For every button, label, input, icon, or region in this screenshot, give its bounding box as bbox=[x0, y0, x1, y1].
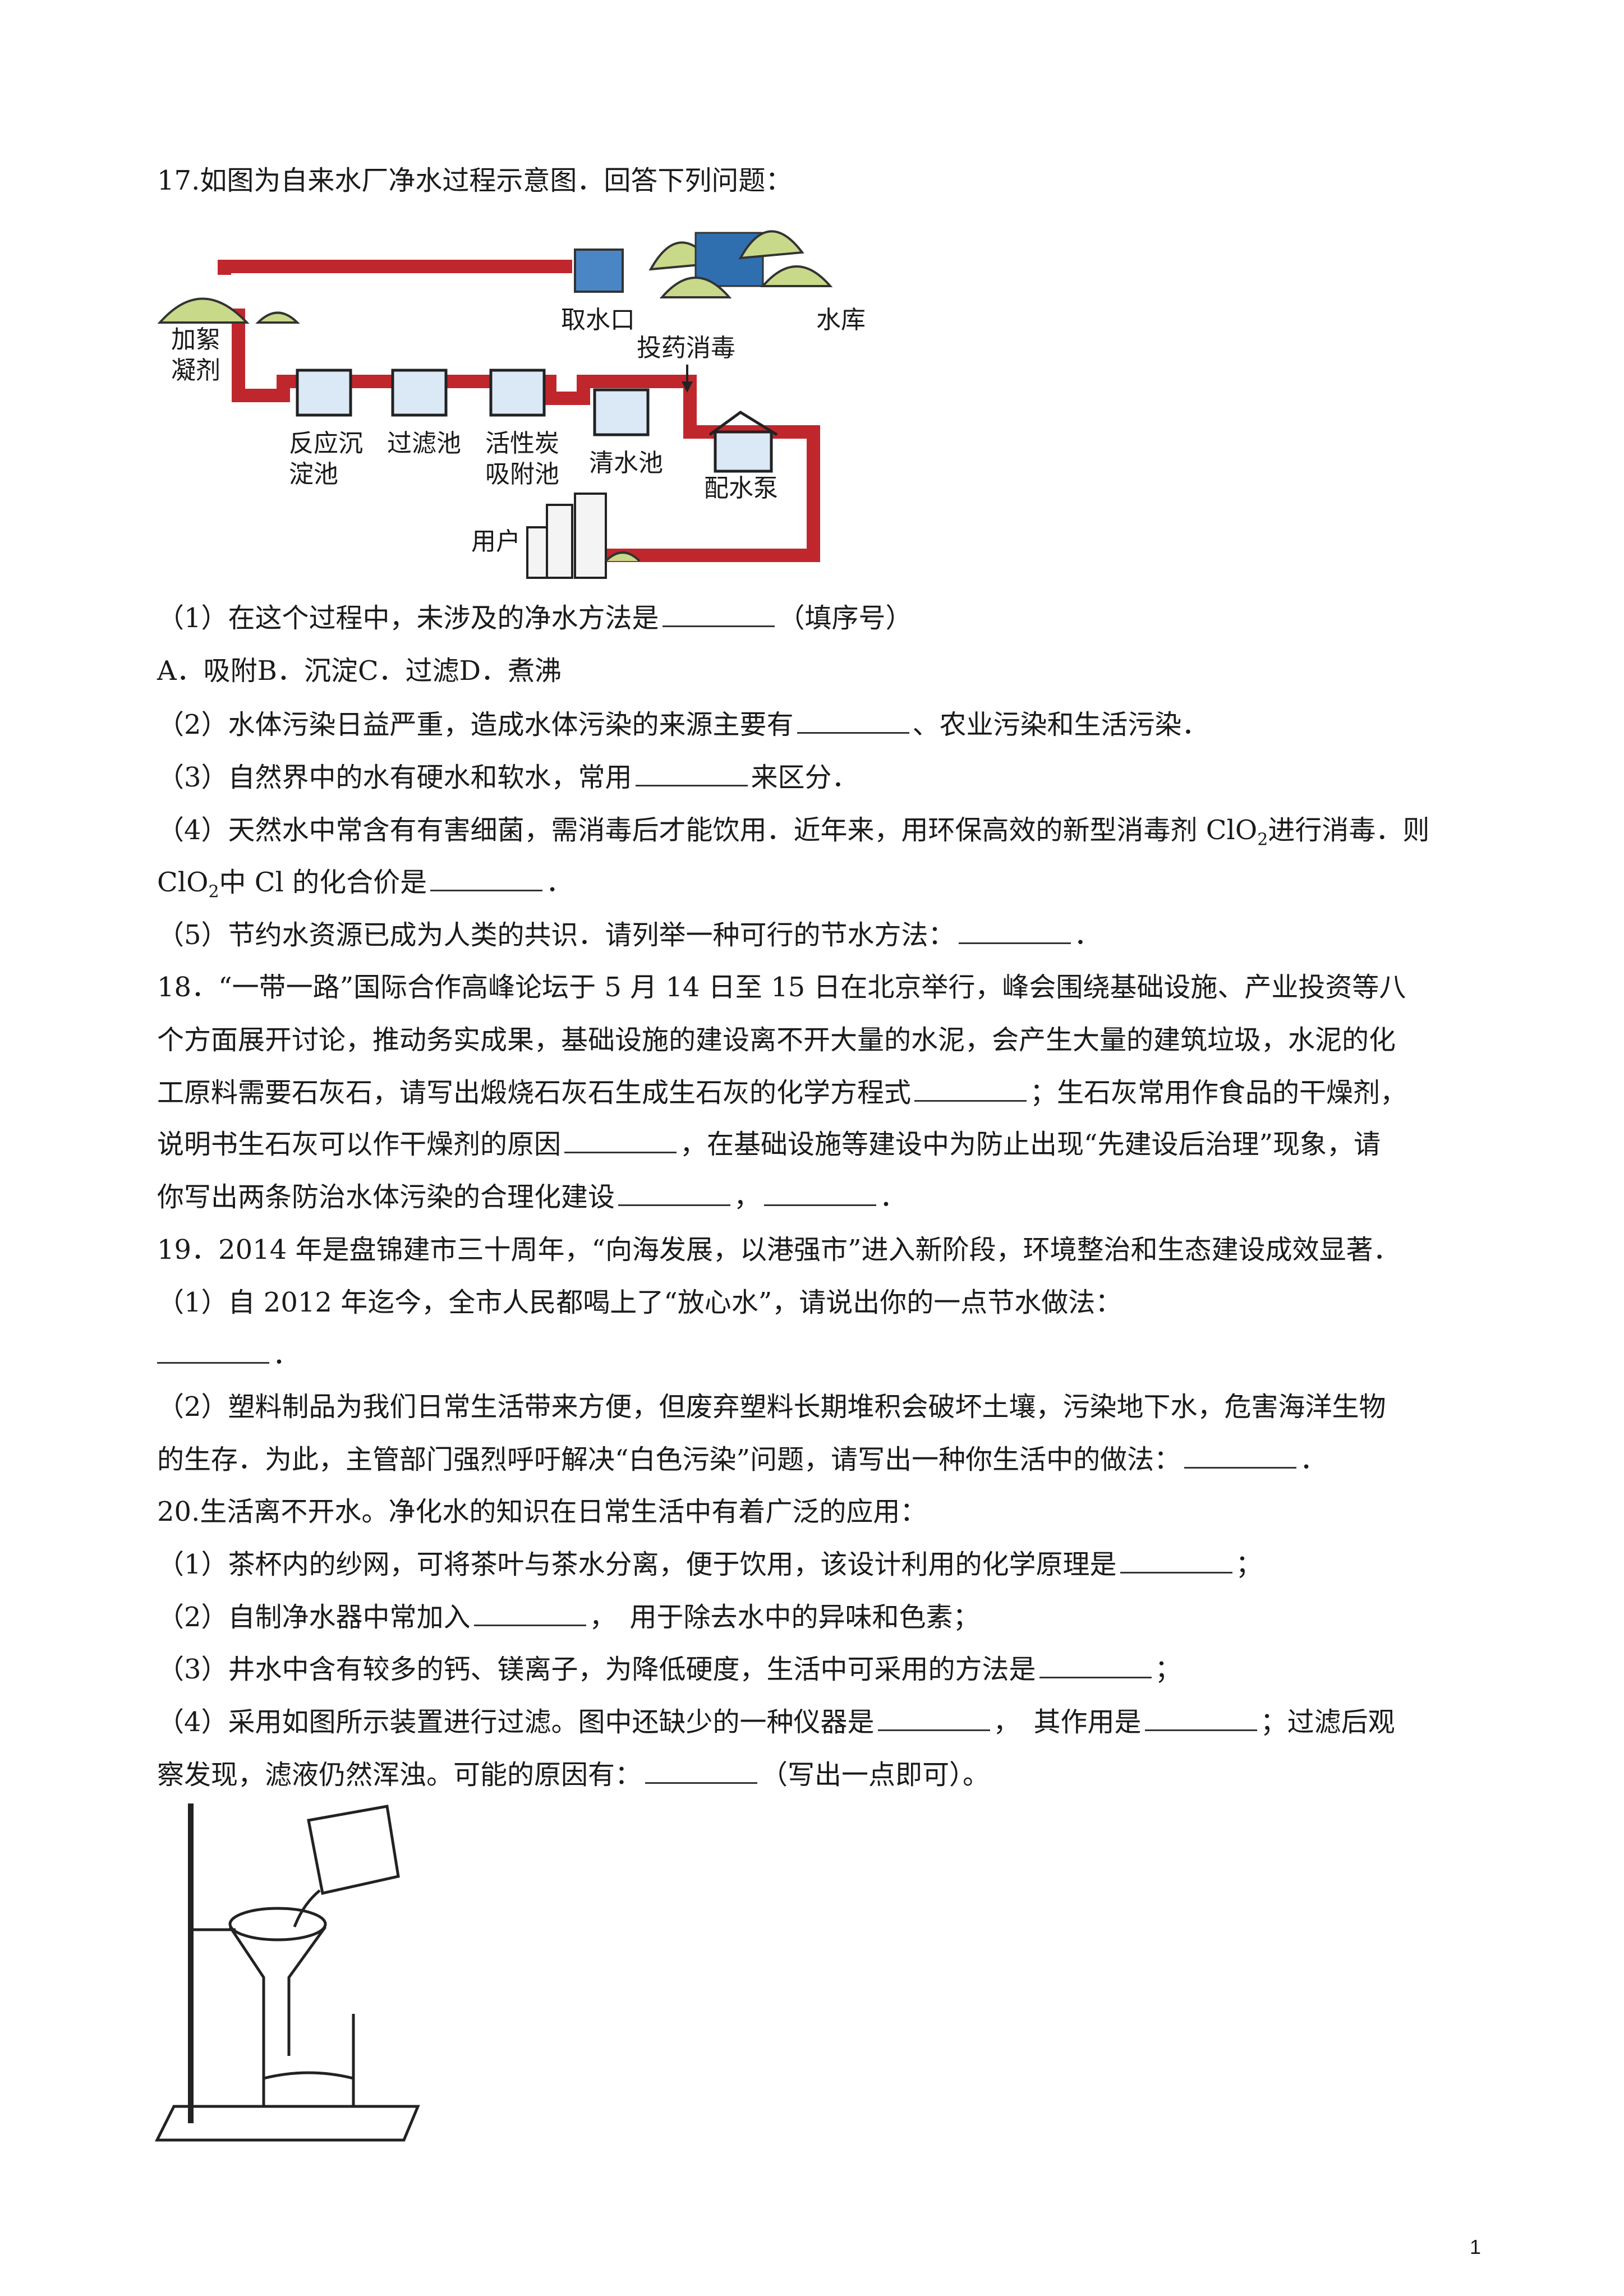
page-number: 1 bbox=[1470, 2235, 1482, 2258]
pour-stream bbox=[293, 1889, 321, 1927]
q20-title: 20.生活离不开水。净化水的知识在日常生活中有着广泛的应用： bbox=[157, 1496, 927, 1527]
label-reservoir: 水库 bbox=[816, 306, 866, 334]
water-treatment-diagram: 取水口 水库 加絮 凝剂 投药消毒 反应沉 淀池 过滤池 活性炭 吸附池 清水池… bbox=[157, 230, 866, 579]
answer-blank[interactable] bbox=[1039, 1654, 1152, 1678]
label-filter: 过滤池 bbox=[387, 430, 461, 457]
funnel-cone bbox=[228, 1926, 327, 2056]
q17-part4-line1: （4）天然水中常含有有害细菌，需消毒后才能饮用．近年来，用环保高效的新型消毒剂 … bbox=[157, 815, 1430, 850]
intake-box bbox=[574, 249, 624, 293]
q17-options: A．吸附B．沉淀C．过滤D．煮沸 bbox=[157, 655, 562, 687]
q20-part4-line1: （4）采用如图所示装置进行过滤。图中还缺少的一种仪器是， 其作用是；过滤后观 bbox=[157, 1706, 1395, 1738]
answer-blank[interactable] bbox=[914, 1078, 1027, 1102]
tanks bbox=[296, 369, 650, 436]
q17-title: 17.如图为自来水厂净水过程示意图．回答下列问题： bbox=[157, 165, 793, 196]
q19-line5: 的生存．为此，主管部门强烈呼吁解决“白色污染”问题，请写出一种你生活中的做法：． bbox=[157, 1444, 1327, 1475]
q18-line5: 你写出两条防治水体污染的合理化建设，． bbox=[157, 1181, 907, 1213]
q18-line4: 说明书生石灰可以作干燥剂的原因，在基础设施等建设中为防止出现“先建设后治理”现象… bbox=[157, 1129, 1381, 1160]
dosing-arrow bbox=[682, 365, 693, 393]
q17-part5: （5）节约水资源已成为人类的共识．请列举一种可行的节水方法：． bbox=[157, 919, 1101, 951]
answer-blank[interactable] bbox=[430, 867, 543, 891]
answer-blank[interactable] bbox=[797, 710, 909, 734]
label-pump: 配水泵 bbox=[704, 475, 778, 502]
funnel bbox=[228, 1907, 327, 1941]
q18-line2: 个方面展开讨论，推动务实成果，基础设施的建设离不开大量的水泥，会产生大量的建筑垃… bbox=[157, 1024, 1396, 1056]
answer-blank[interactable] bbox=[1120, 1549, 1232, 1573]
label-sediment-1: 反应沉 bbox=[289, 430, 363, 457]
q20-part3: （3）井水中含有较多的钙、镁离子，为降低硬度，生活中可采用的方法是； bbox=[157, 1654, 1182, 1685]
pump-house bbox=[709, 410, 778, 473]
answer-blank[interactable] bbox=[635, 762, 748, 786]
q18-line3: 工原料需要石灰石，请写出煅烧石灰石生成生石灰的化学方程式；生石灰常用作食品的干燥… bbox=[157, 1077, 1407, 1108]
beaker bbox=[262, 2014, 355, 2108]
label-sediment-2: 淀池 bbox=[289, 461, 338, 488]
label-carbon-1: 活性炭 bbox=[485, 430, 559, 457]
pouring-beaker bbox=[307, 1805, 400, 1895]
label-intake: 取水口 bbox=[561, 306, 635, 334]
user-buildings bbox=[526, 493, 607, 579]
label-dosing: 投药消毒 bbox=[637, 334, 735, 362]
answer-blank[interactable] bbox=[564, 1129, 677, 1153]
q17-part4-line2: ClO2中 Cl 的化合价是． bbox=[157, 867, 573, 902]
q17-part3: （3）自然界中的水有硬水和软水，常用来区分． bbox=[157, 762, 859, 793]
filtrate bbox=[263, 2071, 354, 2080]
q17-part1: （1）在这个过程中，未涉及的净水方法是（填序号） bbox=[157, 602, 913, 634]
q20-part4-line2: 察发现，滤液仍然浑浊。可能的原因有：（写出一点即可）。 bbox=[157, 1759, 990, 1791]
filtration-apparatus-figure bbox=[154, 1803, 420, 2142]
q19-line3: ． bbox=[157, 1338, 300, 1372]
reservoir-hills bbox=[648, 230, 833, 298]
q19-line4: （2）塑料制品为我们日常生活带来方便，但废弃塑料长期堆积会破坏土壤，污染地下水，… bbox=[157, 1391, 1386, 1423]
answer-blank[interactable] bbox=[618, 1182, 731, 1206]
label-coagulant-2: 凝剂 bbox=[171, 357, 220, 384]
answer-blank[interactable] bbox=[662, 603, 775, 627]
answer-blank[interactable] bbox=[645, 1760, 758, 1784]
answer-blank[interactable] bbox=[1144, 1707, 1257, 1731]
coagulant-hills bbox=[157, 297, 300, 324]
stand-base bbox=[154, 2105, 420, 2142]
q19-line2: （1）自 2012 年迄今，全市人民都喝上了“放心水”，请说出你的一点节水做法： bbox=[157, 1287, 1122, 1318]
q19-line1: 19．2014 年是盘锦建市三十周年，“向海发展，以港强市”进入新阶段，环境整治… bbox=[157, 1234, 1400, 1266]
label-user: 用户 bbox=[471, 528, 521, 555]
q18-line1: 18．“一带一路”国际合作高峰论坛于 5 月 14 日至 15 日在北京举行，峰… bbox=[157, 972, 1406, 1003]
pipeline bbox=[218, 260, 820, 562]
q20-part1: （1）茶杯内的纱网，可将茶叶与茶水分离，便于饮用，该设计利用的化学原理是； bbox=[157, 1549, 1263, 1580]
answer-blank[interactable] bbox=[958, 920, 1071, 944]
label-carbon-2: 吸附池 bbox=[485, 461, 559, 488]
q20-part2: （2）自制净水器中常加入， 用于除去水中的异味和色素； bbox=[157, 1602, 980, 1633]
q17-part2: （2）水体污染日益严重，造成水体污染的来源主要有、农业污染和生活污染． bbox=[157, 709, 1209, 740]
answer-blank[interactable] bbox=[473, 1602, 586, 1626]
answer-blank[interactable] bbox=[877, 1707, 990, 1731]
label-clear: 清水池 bbox=[589, 449, 663, 477]
answer-blank[interactable] bbox=[1184, 1444, 1297, 1469]
answer-blank[interactable] bbox=[764, 1182, 877, 1206]
label-coagulant-1: 加絮 bbox=[171, 326, 220, 353]
answer-blank[interactable] bbox=[157, 1340, 269, 1364]
